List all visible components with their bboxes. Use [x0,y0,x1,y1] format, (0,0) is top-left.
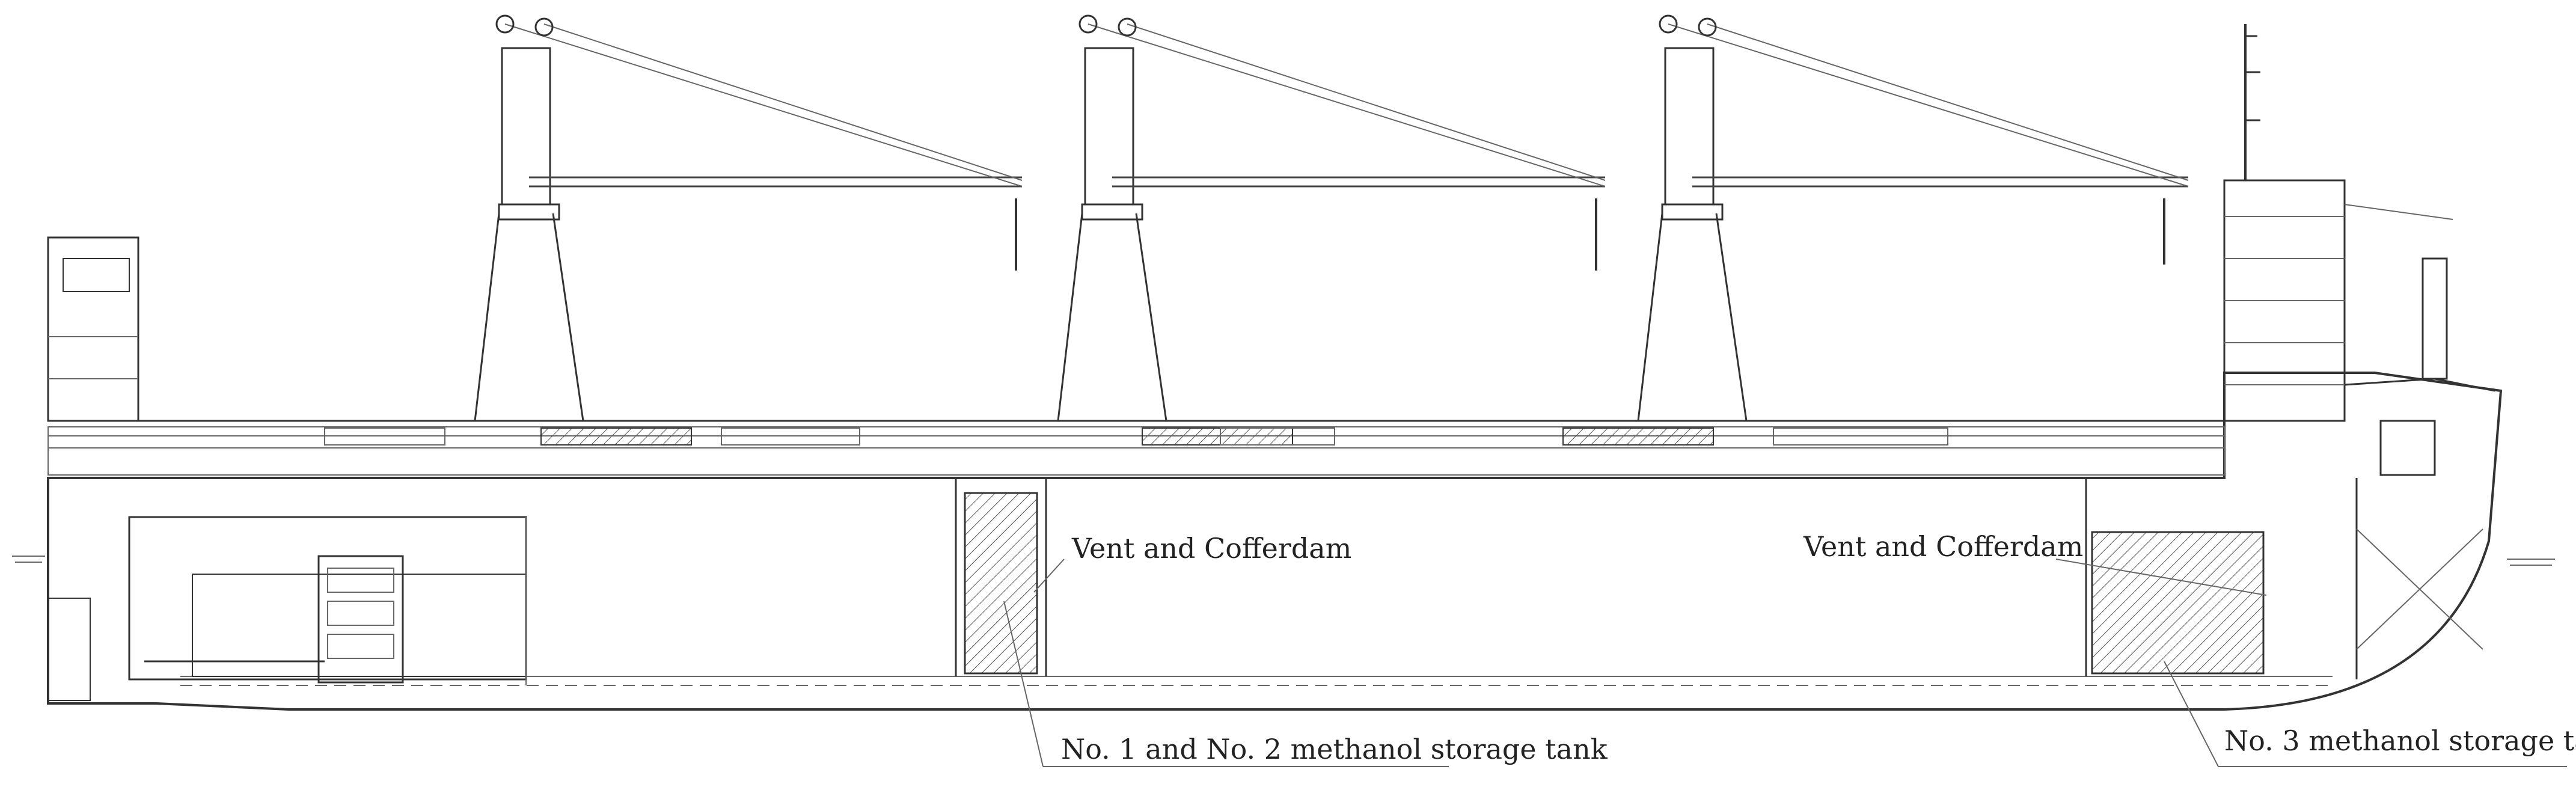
hull [12,372,2555,711]
vent-cofferdam-label-1: Vent and Cofferdam [1071,532,1351,565]
engine-room [47,236,527,701]
crane-3 [1637,14,2189,421]
superstructure [2223,24,2495,476]
tank-1-2-label: No. 1 and No. 2 methanol storage tank [1061,733,1608,765]
tank-3-label: No. 3 methanol storage tank [2224,724,2576,757]
crane-1 [474,14,1023,421]
crane-2 [1057,14,1606,421]
methanol-tank-3 [2091,531,2265,675]
vent-cofferdam-label-2: Vent and Cofferdam [1803,530,2083,563]
cargo-holds [955,478,2483,679]
methanol-tank-1-2 [964,492,1038,675]
leader-lines [1003,559,2567,767]
deck-fittings [47,426,2225,476]
